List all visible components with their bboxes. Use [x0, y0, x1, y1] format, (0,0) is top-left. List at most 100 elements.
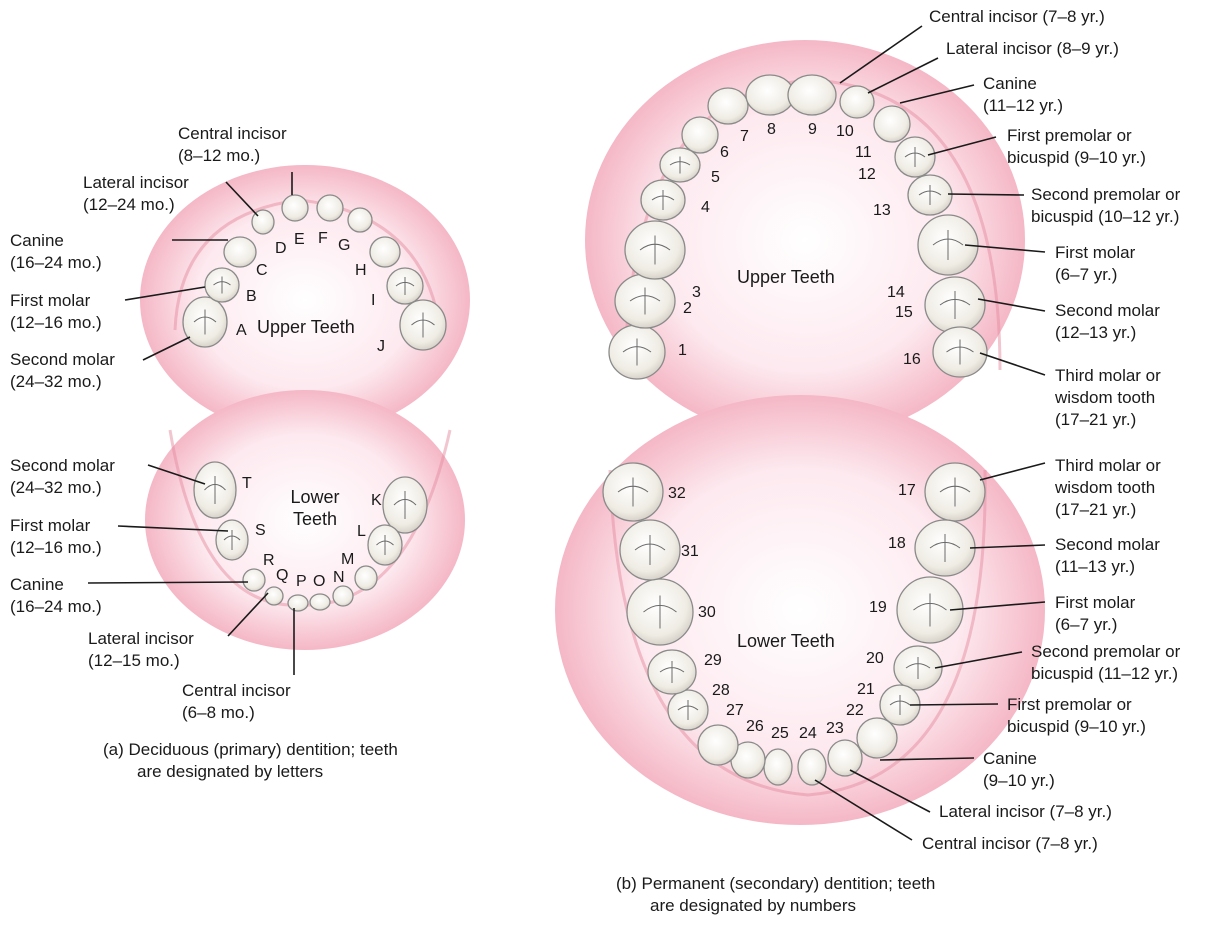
- tooth-letter-j: J: [377, 338, 385, 355]
- tooth-number-13: 13: [873, 202, 891, 219]
- tooth-number-25: 25: [771, 725, 789, 742]
- tooth-letter-h: H: [355, 262, 367, 279]
- tooth-number-28: 28: [712, 682, 730, 699]
- tooth-number-22: 22: [846, 702, 864, 719]
- tooth-letter-a: A: [236, 322, 247, 339]
- permanent-tooth-19: [896, 576, 964, 644]
- tooth-number-10: 10: [836, 123, 854, 140]
- leader-permanent-upper-second-premolar: [947, 193, 1025, 196]
- deciduous-upper-tooth-h: [369, 236, 401, 268]
- caption-permanent: (b) Permanent (secondary) dentition; tee…: [616, 874, 936, 915]
- tooth-letter-r: R: [263, 552, 275, 569]
- tooth-letter-m: M: [341, 551, 355, 568]
- tooth-number-32: 32: [668, 485, 686, 502]
- permanent-tooth-17: [924, 462, 986, 522]
- permanent-tooth-31: [619, 519, 681, 581]
- permanent-tooth-13: [907, 174, 953, 216]
- tooth-number-12: 12: [858, 166, 876, 183]
- tooth-letter-b: B: [246, 288, 257, 305]
- leader-deciduous-upper-first-molar: [124, 286, 206, 301]
- permanent-tooth-23: [827, 739, 863, 777]
- deciduous-lower-tooth-r: [242, 568, 266, 592]
- tooth-letter-k: K: [371, 492, 382, 509]
- label-deciduous-lower-canine: Canine(16–24 mo.): [10, 575, 102, 616]
- permanent-tooth-14: [917, 214, 979, 276]
- tooth-letter-e: E: [294, 231, 305, 248]
- permanent-tooth-24: [797, 748, 827, 786]
- permanent-upper-title: Upper Teeth: [737, 267, 835, 287]
- deciduous-upper-tooth-i: [386, 267, 424, 305]
- permanent-tooth-11: [873, 105, 911, 143]
- label-deciduous-lower-first-molar: First molar(12–16 mo.): [10, 516, 102, 557]
- tooth-number-19: 19: [869, 599, 887, 616]
- teeth-layer: [182, 74, 988, 786]
- permanent-tooth-1: [608, 324, 666, 380]
- tooth-number-8: 8: [767, 121, 776, 138]
- tooth-number-2: 2: [683, 300, 692, 317]
- leader-lines: [87, 25, 1046, 841]
- permanent-tooth-18: [914, 519, 976, 577]
- tooth-number-27: 27: [726, 702, 744, 719]
- label-deciduous-upper-lateral-incisor: Lateral incisor(12–24 mo.): [83, 173, 189, 214]
- leader-permanent-lower-canine: [879, 757, 975, 761]
- deciduous-lower-tooth-m: [354, 565, 378, 591]
- tooth-letter-p: P: [296, 573, 307, 590]
- tooth-number-3: 3: [692, 284, 701, 301]
- leader-permanent-lower-second-premolar: [934, 651, 1023, 669]
- leader-permanent-lower-lateral: [849, 769, 931, 813]
- deciduous-lower-tooth-s: [215, 519, 249, 561]
- leader-deciduous-upper-lateral: [225, 181, 259, 217]
- tooth-number-14: 14: [887, 284, 905, 301]
- deciduous-upper-tooth-f: [316, 194, 344, 222]
- tooth-number-11: 11: [855, 144, 872, 161]
- label-permanent-upper-second-molar: Second molar(12–13 yr.): [1055, 301, 1160, 342]
- tooth-letter-g: G: [338, 237, 351, 254]
- permanent-tooth-27: [697, 724, 739, 766]
- tooth-number-7: 7: [740, 128, 749, 145]
- deciduous-lower-tooth-n: [332, 585, 354, 607]
- permanent-tooth-29: [647, 649, 697, 695]
- label-permanent-lower-central-incisor: Central incisor (7–8 yr.): [922, 834, 1098, 853]
- tooth-number-20: 20: [866, 650, 884, 667]
- tooth-number-5: 5: [711, 169, 720, 186]
- leader-permanent-upper-second-molar: [977, 298, 1046, 312]
- tooth-number-9: 9: [808, 121, 817, 138]
- tooth-letter-n: N: [333, 569, 345, 586]
- deciduous-upper-tooth-g: [347, 207, 373, 233]
- deciduous-upper-tooth-b: [204, 267, 240, 303]
- label-deciduous-lower-central-incisor: Central incisor(6–8 mo.): [182, 681, 291, 722]
- leader-permanent-upper-first-premolar: [927, 136, 997, 156]
- permanent-tooth-25: [763, 748, 793, 786]
- label-deciduous-upper-canine: Canine(16–24 mo.): [10, 231, 102, 272]
- tooth-number-15: 15: [895, 304, 913, 321]
- deciduous-upper-tooth-a: [182, 296, 228, 348]
- leader-permanent-upper-central: [839, 25, 923, 84]
- leader-permanent-lower-first-molar: [949, 601, 1046, 611]
- deciduous-lower-tooth-t: [193, 461, 237, 519]
- leader-deciduous-lower-canine: [87, 581, 249, 584]
- leader-permanent-upper-lateral: [867, 57, 939, 94]
- tooth-number-16: 16: [903, 351, 921, 368]
- tooth-number-6: 6: [720, 144, 729, 161]
- permanent-tooth-16: [932, 326, 988, 378]
- caption-deciduous: (a) Deciduous (primary) dentition; teeth…: [103, 740, 398, 781]
- deciduous-upper-tooth-e: [281, 194, 309, 222]
- tooth-number-23: 23: [826, 720, 844, 737]
- label-permanent-upper-first-molar: First molar(6–7 yr.): [1055, 243, 1136, 284]
- tooth-letter-o: O: [313, 573, 326, 590]
- tooth-number-18: 18: [888, 535, 906, 552]
- leader-deciduous-lower-first-molar: [117, 525, 229, 532]
- tooth-letter-d: D: [275, 240, 287, 257]
- leader-permanent-lower-second-molar: [969, 544, 1046, 549]
- permanent-tooth-22: [856, 717, 898, 759]
- tooth-number-24: 24: [799, 725, 817, 742]
- permanent-tooth-7: [707, 87, 749, 125]
